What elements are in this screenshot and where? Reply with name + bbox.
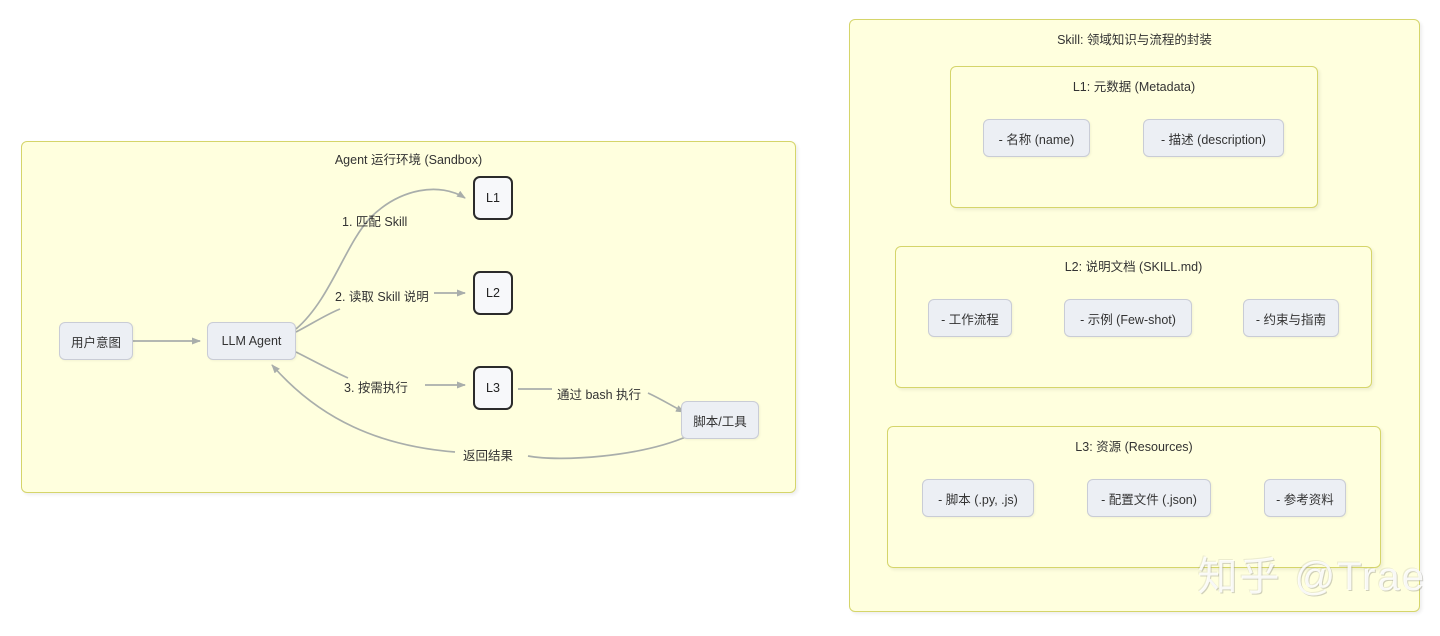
- sandbox-panel: [21, 141, 796, 493]
- skill-item-references-label: - 参考资料: [1276, 492, 1334, 507]
- skill-section-l1-title: L1: 元数据 (Metadata): [1072, 80, 1196, 94]
- node-script-tool[interactable]: 脚本/工具: [681, 401, 759, 439]
- node-l3-label: L3: [486, 381, 500, 395]
- edge-label-execute-on-demand: 3. 按需执行: [344, 381, 408, 395]
- node-user-intent-label: 用户意图: [70, 335, 121, 350]
- skill-item-name-label: - 名称 (name): [998, 132, 1075, 147]
- skill-section-l3-title: L3: 资源 (Resources): [1075, 440, 1193, 454]
- skill-item-scripts[interactable]: - 脚本 (.py, .js): [922, 479, 1034, 517]
- skill-section-l2-title: L2: 说明文档 (SKILL.md): [1064, 260, 1203, 274]
- node-llm-agent[interactable]: LLM Agent: [207, 322, 296, 360]
- node-l2[interactable]: L2: [473, 271, 513, 315]
- edge-label-match-skill: 1. 匹配 Skill: [342, 215, 408, 229]
- node-l1-label: L1: [486, 191, 500, 205]
- skill-item-config[interactable]: - 配置文件 (.json): [1087, 479, 1211, 517]
- skill-item-description[interactable]: - 描述 (description): [1143, 119, 1284, 157]
- skill-item-description-label: - 描述 (description): [1161, 132, 1266, 147]
- skill-item-name[interactable]: - 名称 (name): [983, 119, 1090, 157]
- skill-item-references[interactable]: - 参考资料: [1264, 479, 1346, 517]
- skill-item-constraints-label: - 约束与指南: [1255, 312, 1327, 327]
- skill-item-scripts-label: - 脚本 (.py, .js): [938, 492, 1018, 507]
- skill-item-fewshot[interactable]: - 示例 (Few-shot): [1064, 299, 1192, 337]
- node-l2-label: L2: [486, 286, 500, 300]
- edge-label-read-skill-doc: 2. 读取 Skill 说明: [335, 290, 429, 304]
- node-llm-agent-label: LLM Agent: [221, 334, 282, 348]
- skill-item-constraints[interactable]: - 约束与指南: [1243, 299, 1339, 337]
- node-user-intent[interactable]: 用户意图: [59, 322, 133, 360]
- node-l1[interactable]: L1: [473, 176, 513, 220]
- skill-item-workflow-label: - 工作流程: [941, 312, 999, 327]
- sandbox-panel-title: Agent 运行环境 (Sandbox): [334, 153, 483, 167]
- skill-item-fewshot-label: - 示例 (Few-shot): [1080, 312, 1176, 327]
- node-script-tool-label: 脚本/工具: [693, 414, 747, 429]
- skill-item-workflow[interactable]: - 工作流程: [928, 299, 1012, 337]
- edge-label-return-result: 返回结果: [463, 449, 514, 463]
- node-l3[interactable]: L3: [473, 366, 513, 410]
- edge-label-run-via-bash: 通过 bash 执行: [557, 388, 642, 402]
- skill-panel-title: Skill: 领域知识与流程的封装: [1057, 33, 1212, 47]
- skill-item-config-label: - 配置文件 (.json): [1101, 492, 1197, 507]
